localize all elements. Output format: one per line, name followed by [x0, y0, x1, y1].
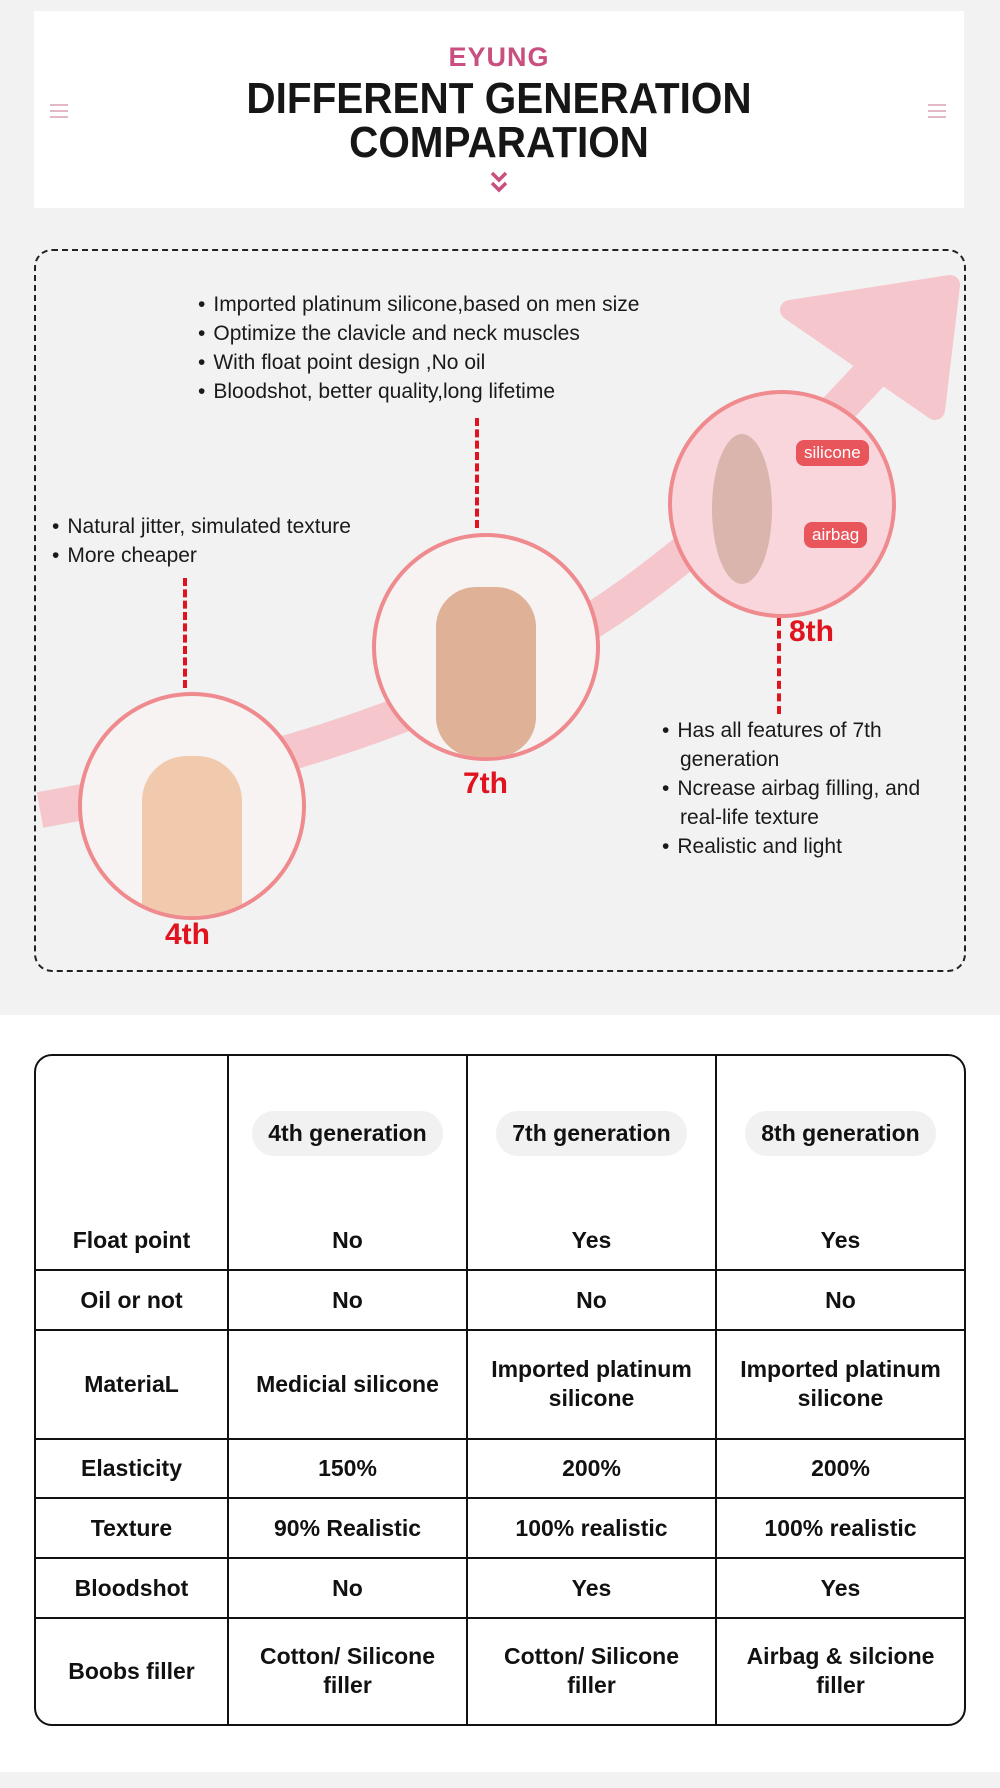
table-cell: Airbag & silcione filler [746, 1643, 935, 1699]
row-label: Oil or not [36, 1271, 229, 1332]
body-form-shape [436, 587, 536, 757]
gen8-features: Has all features of 7th generation Ncrea… [662, 716, 962, 861]
table-cell: Yes [717, 1559, 964, 1619]
body-form-shape [142, 756, 242, 916]
feature-item: Optimize the clavicle and neck muscles [198, 319, 639, 348]
header-cell: 4th generation [229, 1056, 468, 1212]
arrow-head [780, 275, 960, 420]
header-cell: 7th generation [468, 1056, 717, 1212]
header-cell: 8th generation [717, 1056, 964, 1212]
table-cell: Yes [468, 1559, 717, 1619]
menu-icon[interactable] [928, 104, 946, 118]
table-cell: Imported platinum silicone [468, 1331, 717, 1440]
feature-item: Ncrease airbag filling, and real-life te… [662, 774, 962, 832]
table-cell: Imported platinum silicone [717, 1331, 964, 1440]
empty-header-cell [36, 1056, 229, 1212]
generation-comparison-panel [34, 249, 966, 972]
feature-item: Bloodshot, better quality,long lifetime [198, 377, 639, 406]
row-label: MateriaL [36, 1331, 229, 1440]
connector-line [475, 418, 479, 528]
gen4-label: 4th [165, 918, 210, 951]
connector-line [777, 618, 781, 714]
gen7-features: Imported platinum silicone,based on men … [198, 290, 639, 406]
feature-item: Has all features of 7th generation [662, 716, 962, 774]
breast-cross-section [712, 434, 772, 584]
table-cell: No [229, 1559, 468, 1619]
row-label: Float point [36, 1211, 229, 1272]
row-label: Elasticity [36, 1439, 229, 1500]
gen4-features: Natural jitter, simulated texture More c… [52, 512, 351, 570]
feature-item: With float point design ,No oil [198, 348, 639, 377]
table-cell: No [468, 1271, 717, 1332]
column-header: 8th generation [745, 1111, 936, 1157]
header-banner: EYUNG DIFFERENT GENERATION COMPARATION [34, 11, 964, 208]
airbag-tag: airbag [804, 522, 868, 548]
table-cell: Medicial silicone [229, 1331, 468, 1440]
gen7-product-image [372, 533, 600, 761]
column-header: 7th generation [496, 1111, 687, 1157]
table-cell: Cotton/ Silicone filler [229, 1618, 468, 1724]
table-cell: Cotton/ Silicone filler [468, 1618, 717, 1724]
table-header-row: 4th generation 7th generation 8th genera… [36, 1056, 964, 1212]
table-cell: Yes [468, 1211, 717, 1272]
table-cell: No [229, 1271, 468, 1332]
page-title: DIFFERENT GENERATION COMPARATION [71, 77, 927, 165]
menu-icon[interactable] [50, 104, 68, 118]
table-cell: 100% realistic [717, 1499, 964, 1560]
silicone-tag: silicone [796, 440, 869, 466]
brand-logo: EYUNG [448, 42, 550, 72]
table-cell: Yes [717, 1212, 964, 1272]
gen8-cross-section-image: silicone airbag [668, 390, 896, 618]
gen4-product-image [78, 692, 306, 920]
row-label: Boobs filler [36, 1618, 229, 1724]
gen8-label: 8th [789, 615, 834, 648]
table-cell: No [717, 1271, 964, 1332]
row-label: Texture [36, 1499, 229, 1560]
connector-line [183, 578, 187, 688]
column-header: 4th generation [252, 1111, 443, 1157]
feature-item: Realistic and light [662, 832, 962, 861]
title-line-1: DIFFERENT GENERATION [246, 74, 752, 123]
feature-item: Natural jitter, simulated texture [52, 512, 351, 541]
table-cell: 90% Realistic [229, 1499, 468, 1560]
feature-item: More cheaper [52, 541, 351, 570]
table-cell: 100% realistic [468, 1499, 717, 1560]
row-label: Bloodshot [36, 1559, 229, 1619]
table-cell: 200% [717, 1440, 964, 1500]
table-cell: No [229, 1211, 468, 1272]
comparison-table: 4th generation 7th generation 8th genera… [34, 1054, 966, 1726]
feature-item: Imported platinum silicone,based on men … [198, 290, 639, 319]
double-chevron-down-icon [490, 171, 508, 193]
comparison-table-section: 4th generation 7th generation 8th genera… [0, 1015, 1000, 1772]
table-cell: 150% [229, 1439, 468, 1500]
title-line-2: COMPARATION [349, 118, 649, 167]
table-cell: 200% [468, 1439, 717, 1500]
gen7-label: 7th [463, 767, 508, 800]
